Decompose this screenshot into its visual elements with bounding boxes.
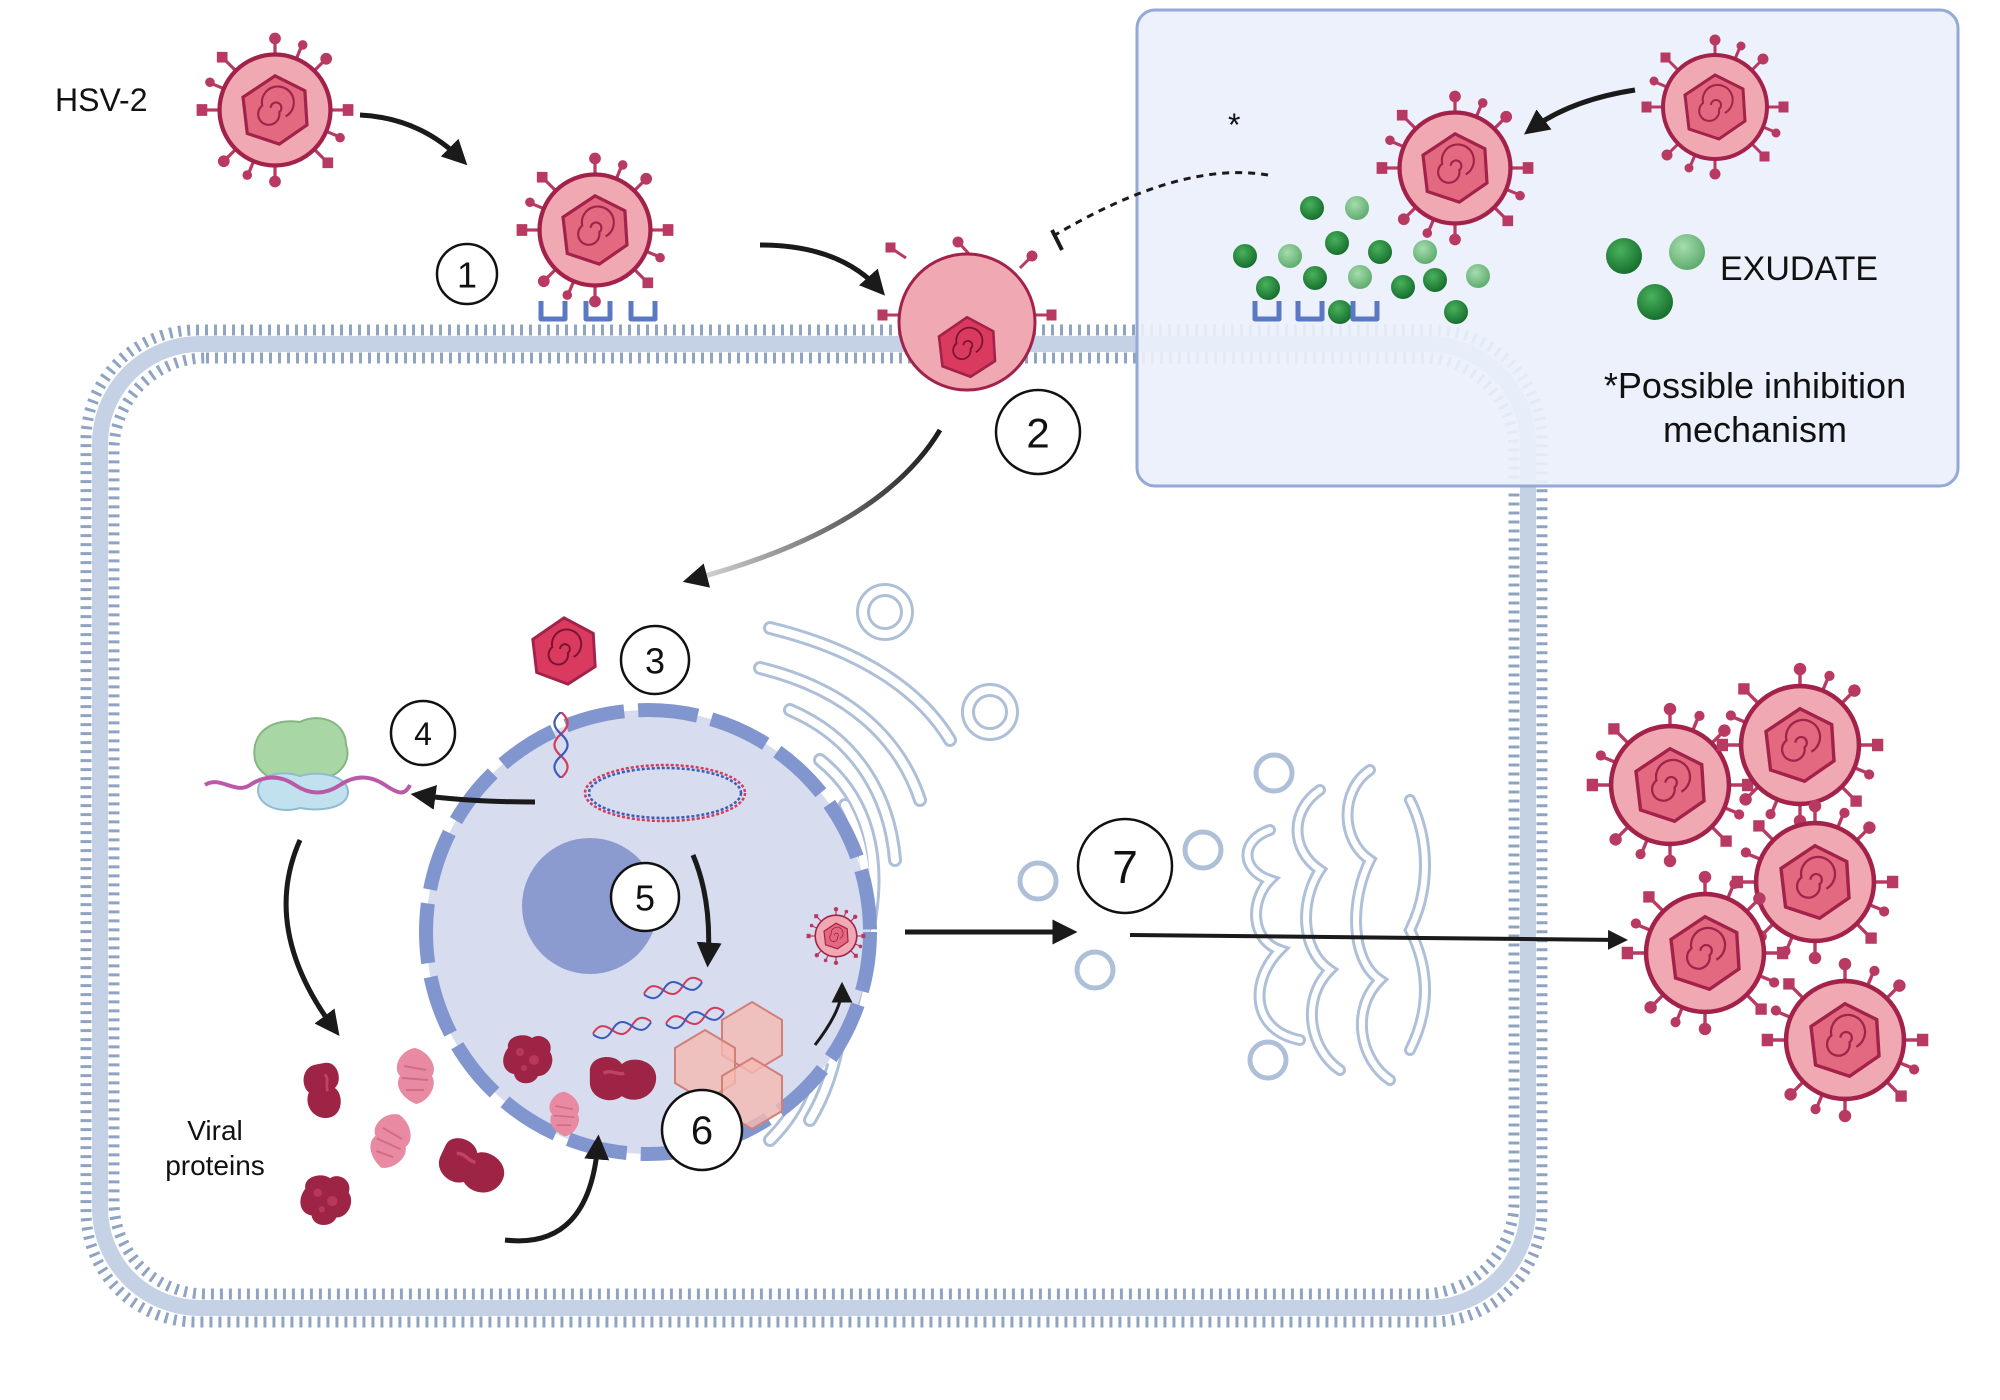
inhibition-label-line1: *Possible inhibition: [1604, 365, 1906, 406]
receptor-icon: [541, 301, 565, 319]
step-7-marker: 7: [1076, 817, 1174, 915]
capsid-assembly-icon: [674, 1000, 783, 1131]
step-5-marker: 5: [609, 861, 681, 933]
step-3-marker: 3: [619, 624, 691, 696]
fusing-virion-icon: [877, 236, 1057, 392]
arrow-ribosome-to-proteins: [283, 838, 340, 1037]
exudate-particles: [1233, 196, 1490, 324]
svg-text:2: 2: [1026, 410, 1049, 457]
nuclear-protein-icon: [588, 1055, 658, 1102]
virus-label: HSV-2: [55, 82, 147, 118]
budding-virion-icon: [806, 906, 866, 966]
arrow-golgi-to-release: [1129, 929, 1628, 950]
viral-proteins-label-line2: proteins: [165, 1150, 265, 1181]
arrow-nucleus-to-ribosome: [410, 784, 536, 810]
asterisk-label: *: [1228, 107, 1240, 143]
arrow-assembly-to-budding: [813, 981, 853, 1046]
inhibition-bar: [1050, 229, 1064, 251]
svg-text:7: 7: [1112, 841, 1138, 893]
svg-text:6: 6: [691, 1109, 713, 1153]
released-virion-icon: [1623, 873, 1786, 1034]
exudate-label: EXUDATE: [1720, 250, 1878, 288]
ribosome-icon: [203, 717, 412, 811]
released-virion-icon: [1588, 705, 1751, 866]
released-virion-icon: [1718, 665, 1881, 826]
released-virion-icon: [1763, 960, 1926, 1121]
circular-dna-icon: [583, 763, 747, 823]
arrow-attach-to-fusion: [759, 242, 885, 296]
step-2-marker: 2: [994, 388, 1082, 476]
step-1-marker: 1: [435, 242, 499, 306]
free-virion-icon: [198, 34, 352, 185]
svg-text:5: 5: [635, 878, 655, 919]
exudate-legend: EXUDATE: [1606, 234, 1878, 320]
step-6-marker: 6: [660, 1088, 744, 1172]
inhibition-label-line2: mechanism: [1663, 409, 1847, 450]
golgi-inner: [1244, 767, 1428, 1083]
viral-proteins-label-line1: Viral: [187, 1115, 243, 1146]
svg-text:3: 3: [645, 641, 665, 682]
svg-text:1: 1: [457, 255, 477, 296]
step-4-marker: 4: [389, 699, 457, 767]
receptor-icon: [631, 301, 655, 319]
arrow-inset-virion: [1523, 87, 1636, 135]
arrow-dna-replication: [690, 854, 722, 968]
inset-bound-virion-icon: [1378, 92, 1532, 243]
arrow-virus-to-attach: [359, 112, 468, 166]
released-virions: [1588, 665, 1926, 1121]
svg-text:4: 4: [414, 716, 432, 752]
inset-free-virion-icon: [1641, 34, 1789, 180]
vesicles: [1017, 752, 1295, 1081]
attaching-virion-icon: [518, 154, 672, 305]
arrow-entry-to-cytoplasm: [682, 428, 943, 588]
arrow-proteins-to-nucleus: [504, 1134, 610, 1244]
